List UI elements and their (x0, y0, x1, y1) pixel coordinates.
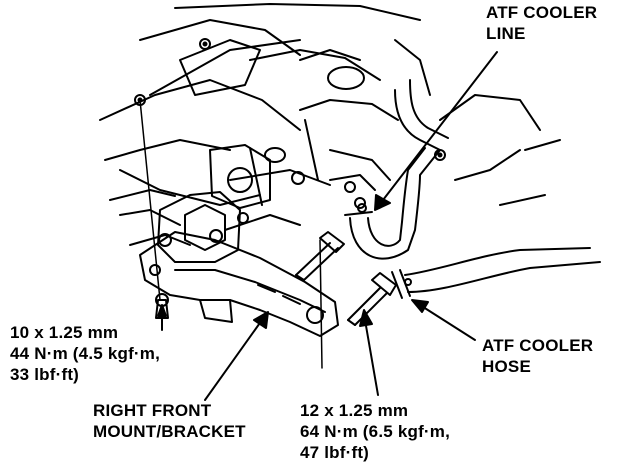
label-atf-cooler-hose-2: HOSE (482, 357, 531, 376)
mount-body-shape (157, 144, 271, 263)
label-mount-bracket: RIGHT FRONT MOUNT/BRACKET (93, 400, 246, 442)
mount-bracket-shape (139, 231, 339, 337)
atf-cooler-line-shape (344, 79, 449, 260)
label-bolt-left: 10 x 1.25 mm 44 N·m (4.5 kgf·m, 33 lbf·f… (10, 322, 160, 385)
callout-leaders (139, 51, 498, 401)
label-atf-cooler-line: ATF COOLER LINE (486, 2, 597, 44)
label-atf-cooler-line-1: ATF COOLER (486, 3, 598, 22)
atf-cooler-hose-shape (391, 247, 601, 299)
label-bolt-left-lbfft: 33 lbf·ft) (10, 365, 80, 384)
label-atf-cooler-hose-1: ATF COOLER (482, 336, 594, 355)
label-bolt-left-torque: 44 N·m (4.5 kgf·m, (10, 344, 161, 363)
engine-block-outline (99, 3, 561, 246)
label-bolt-left-size: 10 x 1.25 mm (10, 323, 119, 342)
label-bolt-right-torque: 64 N·m (6.5 kgf·m, (300, 422, 451, 441)
label-bolt-right-lbfft: 47 lbf·ft) (300, 443, 370, 462)
label-bolt-right: 12 x 1.25 mm 64 N·m (6.5 kgf·m, 47 lbf·f… (300, 400, 450, 463)
label-atf-cooler-line-2: LINE (486, 24, 526, 43)
label-mount-bracket-2: MOUNT/BRACKET (93, 422, 246, 441)
bolt-illustrations (155, 231, 397, 326)
label-atf-cooler-hose: ATF COOLER HOSE (482, 335, 593, 377)
label-mount-bracket-1: RIGHT FRONT (93, 401, 212, 420)
label-bolt-right-size: 12 x 1.25 mm (300, 401, 409, 420)
